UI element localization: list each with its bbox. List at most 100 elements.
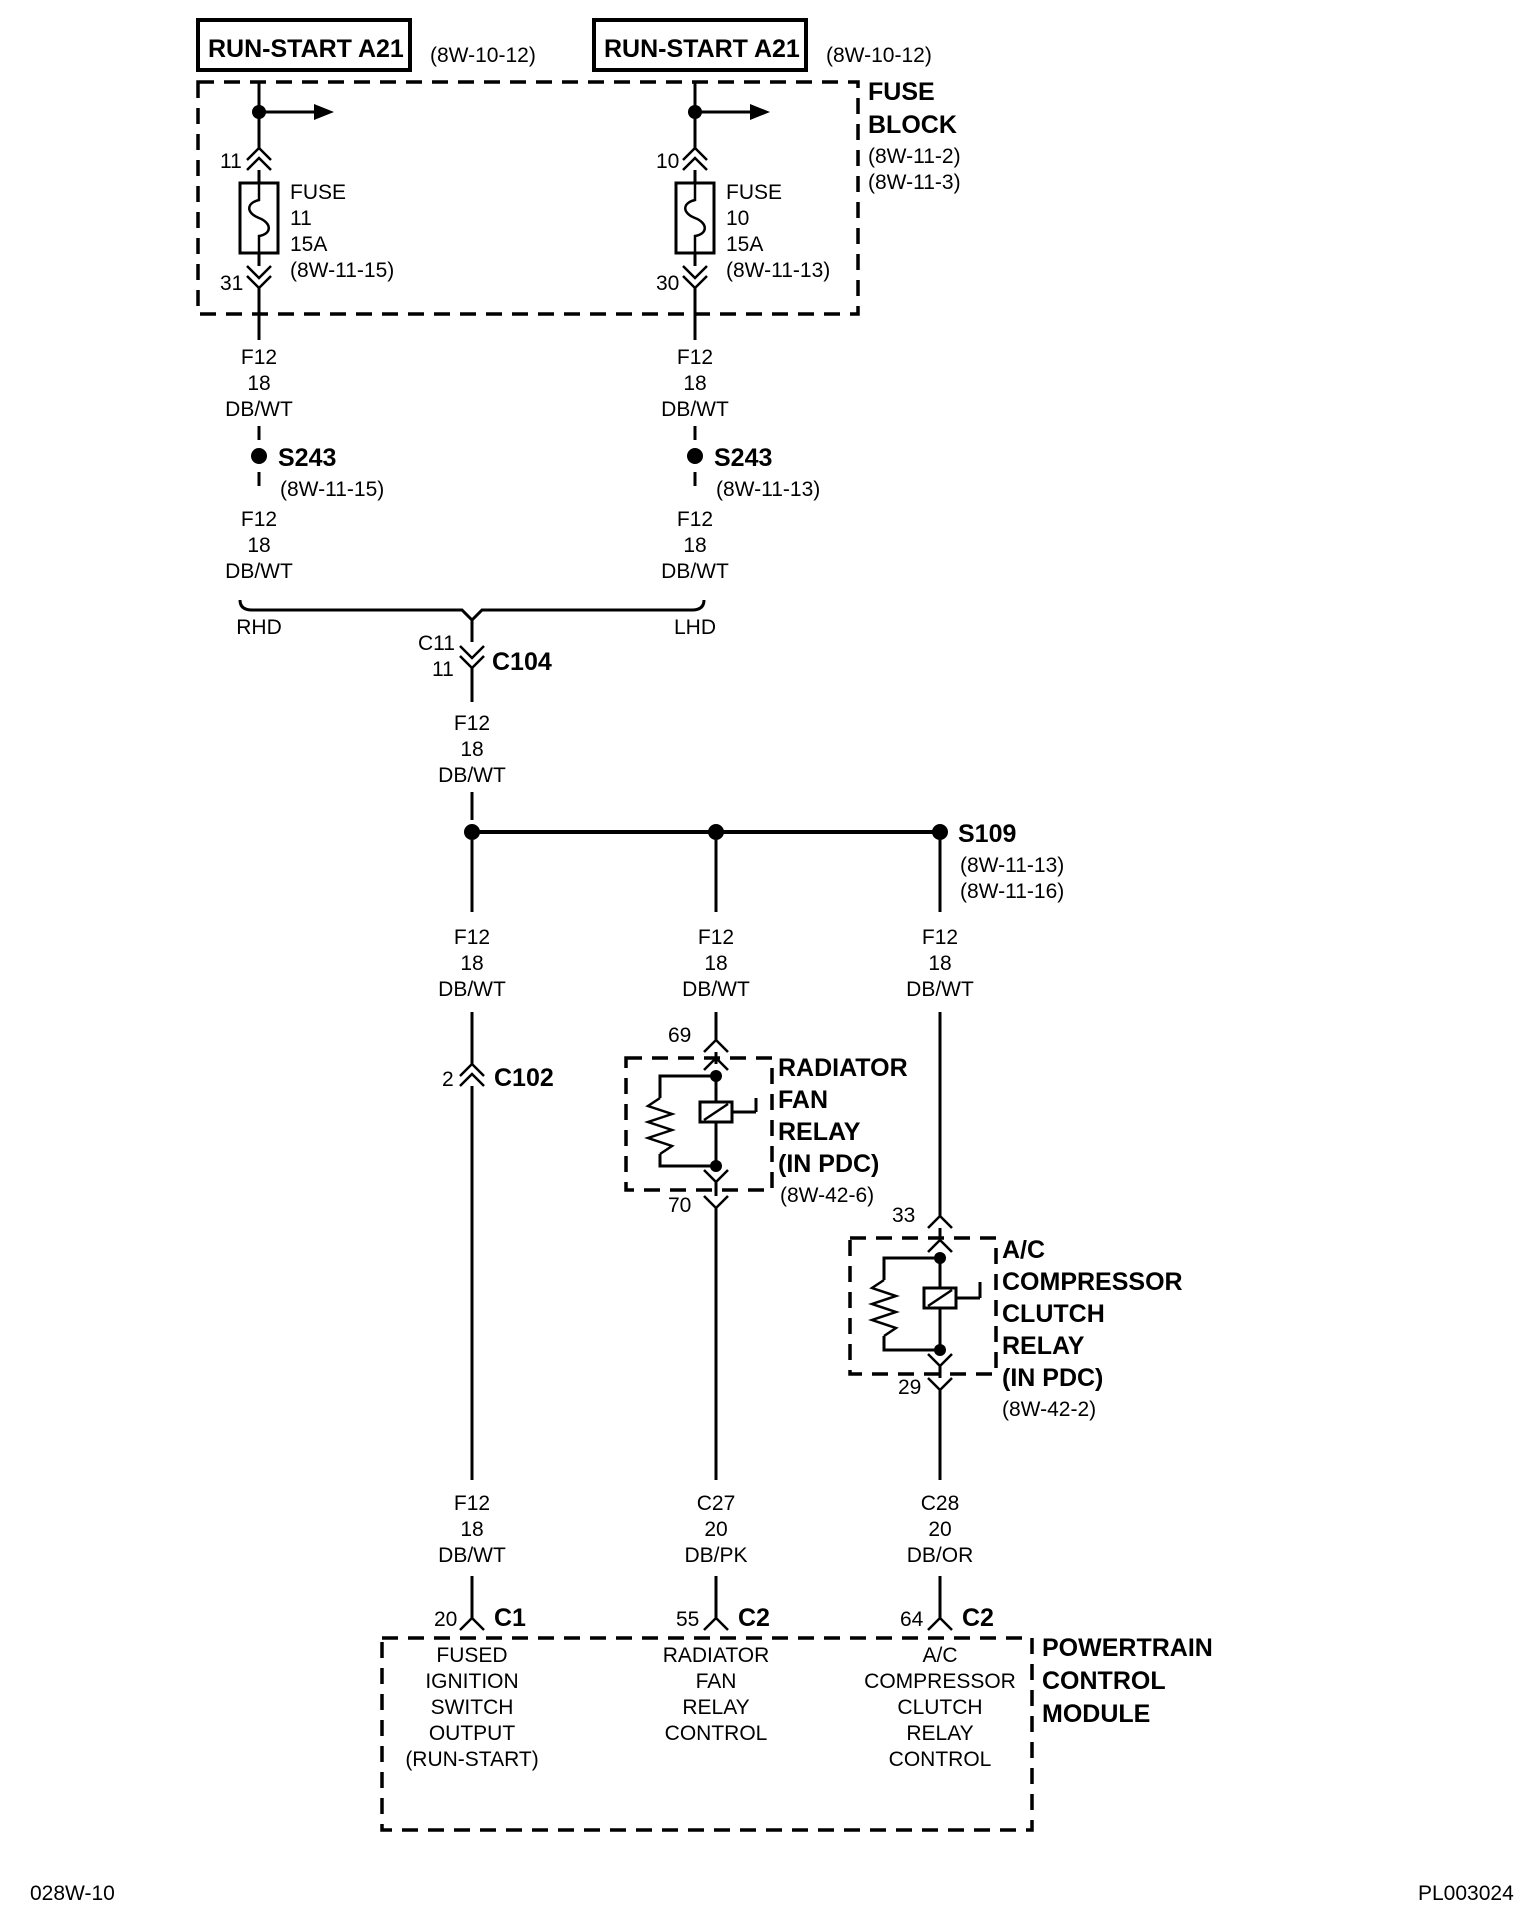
pcm-pin: 20: [434, 1608, 457, 1631]
connector-c102: 2 C102: [442, 1012, 554, 1092]
pcm-function-2: RADIATOR FAN RELAY CONTROL: [663, 1644, 770, 1745]
fuse-ref: (8W-11-13): [726, 259, 830, 282]
relay-title-3: CLUTCH: [1002, 1300, 1105, 1328]
pcm-function-3: A/C COMPRESSOR CLUTCH RELAY CONTROL: [864, 1644, 1016, 1771]
svg-text:CONTROL: CONTROL: [665, 1722, 768, 1745]
powertrain-control-module: POWERTRAIN CONTROL MODULE: [380, 1634, 1213, 1832]
radiator-fan-relay: 69 70 RADIATOR FAN RELAY (IN PDC) (8W-42…: [624, 1012, 908, 1217]
svg-text:18: 18: [928, 952, 951, 975]
pcm-conn: C2: [738, 1604, 770, 1632]
svg-text:18: 18: [460, 1518, 483, 1541]
svg-text:C28: C28: [921, 1492, 960, 1515]
source-ref: (8W-10-12): [826, 44, 932, 67]
fuse-number: 11: [290, 207, 312, 230]
splice-name: S243: [714, 444, 772, 472]
relay-pin-out: 29: [898, 1376, 921, 1399]
svg-text:F12: F12: [241, 346, 277, 369]
pcm-title-3: MODULE: [1042, 1700, 1150, 1728]
wire-label-col3: F12 18 DB/WT: [906, 926, 974, 1001]
svg-text:DB/PK: DB/PK: [684, 1544, 747, 1567]
c102-pin: 2: [442, 1068, 454, 1091]
fuse-rating: 15A: [726, 233, 763, 256]
relay-pin-in: 33: [892, 1204, 915, 1227]
svg-text:20: 20: [704, 1518, 727, 1541]
svg-text:CLUTCH: CLUTCH: [897, 1696, 982, 1719]
relay-pin-in: 69: [668, 1024, 691, 1047]
fuse-label: FUSE: [290, 181, 346, 204]
wire-label-col1: F12 18 DB/WT: [438, 926, 506, 1001]
splice-ref: (8W-11-15): [280, 478, 384, 501]
pcm-title-2: CONTROL: [1042, 1667, 1166, 1695]
pcm-wire-label-1: F12 18 DB/WT: [438, 1492, 506, 1567]
svg-text:OUTPUT: OUTPUT: [429, 1722, 516, 1745]
svg-text:F12: F12: [677, 508, 713, 531]
relay-ref: (8W-42-6): [780, 1184, 874, 1207]
svg-text:DB/WT: DB/WT: [438, 978, 506, 1001]
svg-text:RELAY: RELAY: [682, 1696, 749, 1719]
relay-title-1: RADIATOR: [778, 1054, 908, 1082]
c102-name: C102: [494, 1064, 554, 1092]
fuse-pin-out: 30: [656, 272, 679, 295]
relay-title-2: COMPRESSOR: [1002, 1268, 1183, 1296]
connector-c104: C11 11 C104: [418, 620, 552, 702]
svg-text:18: 18: [704, 952, 727, 975]
svg-text:F12: F12: [454, 1492, 490, 1515]
wire-label-c104-down: F12 18 DB/WT: [438, 712, 506, 787]
svg-text:DB/WT: DB/WT: [438, 1544, 506, 1567]
splice-ref-1: (8W-11-13): [960, 854, 1064, 877]
ac-compressor-clutch-relay: 33 29 A/C COMPRESSOR CLUTCH RELAY (IN PD…: [848, 1204, 1183, 1421]
svg-text:18: 18: [460, 738, 483, 761]
fuse-pin-in: 11: [220, 150, 242, 173]
source-title: RUN-START A21: [604, 35, 800, 63]
svg-text:FAN: FAN: [696, 1670, 737, 1693]
svg-text:F12: F12: [698, 926, 734, 949]
svg-text:DB/WT: DB/WT: [906, 978, 974, 1001]
relay-title-5: (IN PDC): [1002, 1364, 1103, 1392]
pcm-connector-c1: 20 C1: [434, 1576, 526, 1632]
svg-text:F12: F12: [454, 926, 490, 949]
pcm-wire-label-2: C27 20 DB/PK: [684, 1492, 747, 1567]
c104-name: C104: [492, 648, 552, 676]
relay-title-2: FAN: [778, 1086, 828, 1114]
svg-text:A/C: A/C: [922, 1644, 957, 1667]
splice-name: S243: [278, 444, 336, 472]
fuse-block-ref-1: (8W-11-2): [868, 145, 961, 168]
svg-text:18: 18: [247, 372, 270, 395]
pcm-conn: C2: [962, 1604, 994, 1632]
svg-text:DB/WT: DB/WT: [225, 560, 293, 583]
source-run-start-left: RUN-START A21 (8W-10-12): [196, 18, 536, 72]
svg-text:C27: C27: [697, 1492, 736, 1515]
pcm-function-1: FUSED IGNITION SWITCH OUTPUT (RUN-START): [405, 1644, 538, 1771]
svg-text:(RUN-START): (RUN-START): [405, 1748, 538, 1771]
svg-text:IGNITION: IGNITION: [425, 1670, 518, 1693]
svg-text:20: 20: [928, 1518, 951, 1541]
fuse-block-ref-2: (8W-11-3): [868, 171, 961, 194]
svg-text:F12: F12: [677, 346, 713, 369]
fuse-pin-in: 10: [656, 150, 679, 173]
relay-title-4: (IN PDC): [778, 1150, 879, 1178]
option-rhd: RHD: [236, 616, 282, 639]
wire-label-right-upper: F12 18 DB/WT: [661, 346, 729, 421]
svg-text:DB/WT: DB/WT: [438, 764, 506, 787]
fuse-label: FUSE: [726, 181, 782, 204]
svg-text:SWITCH: SWITCH: [431, 1696, 514, 1719]
fuse-10: 10 30 FUSE 10 15A (8W-11-13): [656, 82, 830, 340]
c104-pin-b: 11: [432, 658, 454, 681]
c104-pin-a: C11: [418, 632, 455, 655]
fuse-ref: (8W-11-15): [290, 259, 394, 282]
svg-text:18: 18: [683, 372, 706, 395]
svg-text:DB/WT: DB/WT: [661, 560, 729, 583]
source-title: RUN-START A21: [208, 35, 404, 63]
svg-text:DB/OR: DB/OR: [907, 1544, 974, 1567]
pcm-pin: 64: [900, 1608, 924, 1631]
splice-ref-2: (8W-11-16): [960, 880, 1064, 903]
svg-text:DB/WT: DB/WT: [225, 398, 293, 421]
splice-name: S109: [958, 820, 1016, 848]
pcm-connector-c2-b: 64 C2: [900, 1576, 994, 1632]
source-ref: (8W-10-12): [430, 44, 536, 67]
svg-text:RELAY: RELAY: [906, 1722, 973, 1745]
pcm-conn: C1: [494, 1604, 526, 1632]
relay-ref: (8W-42-2): [1002, 1398, 1096, 1421]
source-run-start-right: RUN-START A21 (8W-10-12): [592, 18, 932, 72]
